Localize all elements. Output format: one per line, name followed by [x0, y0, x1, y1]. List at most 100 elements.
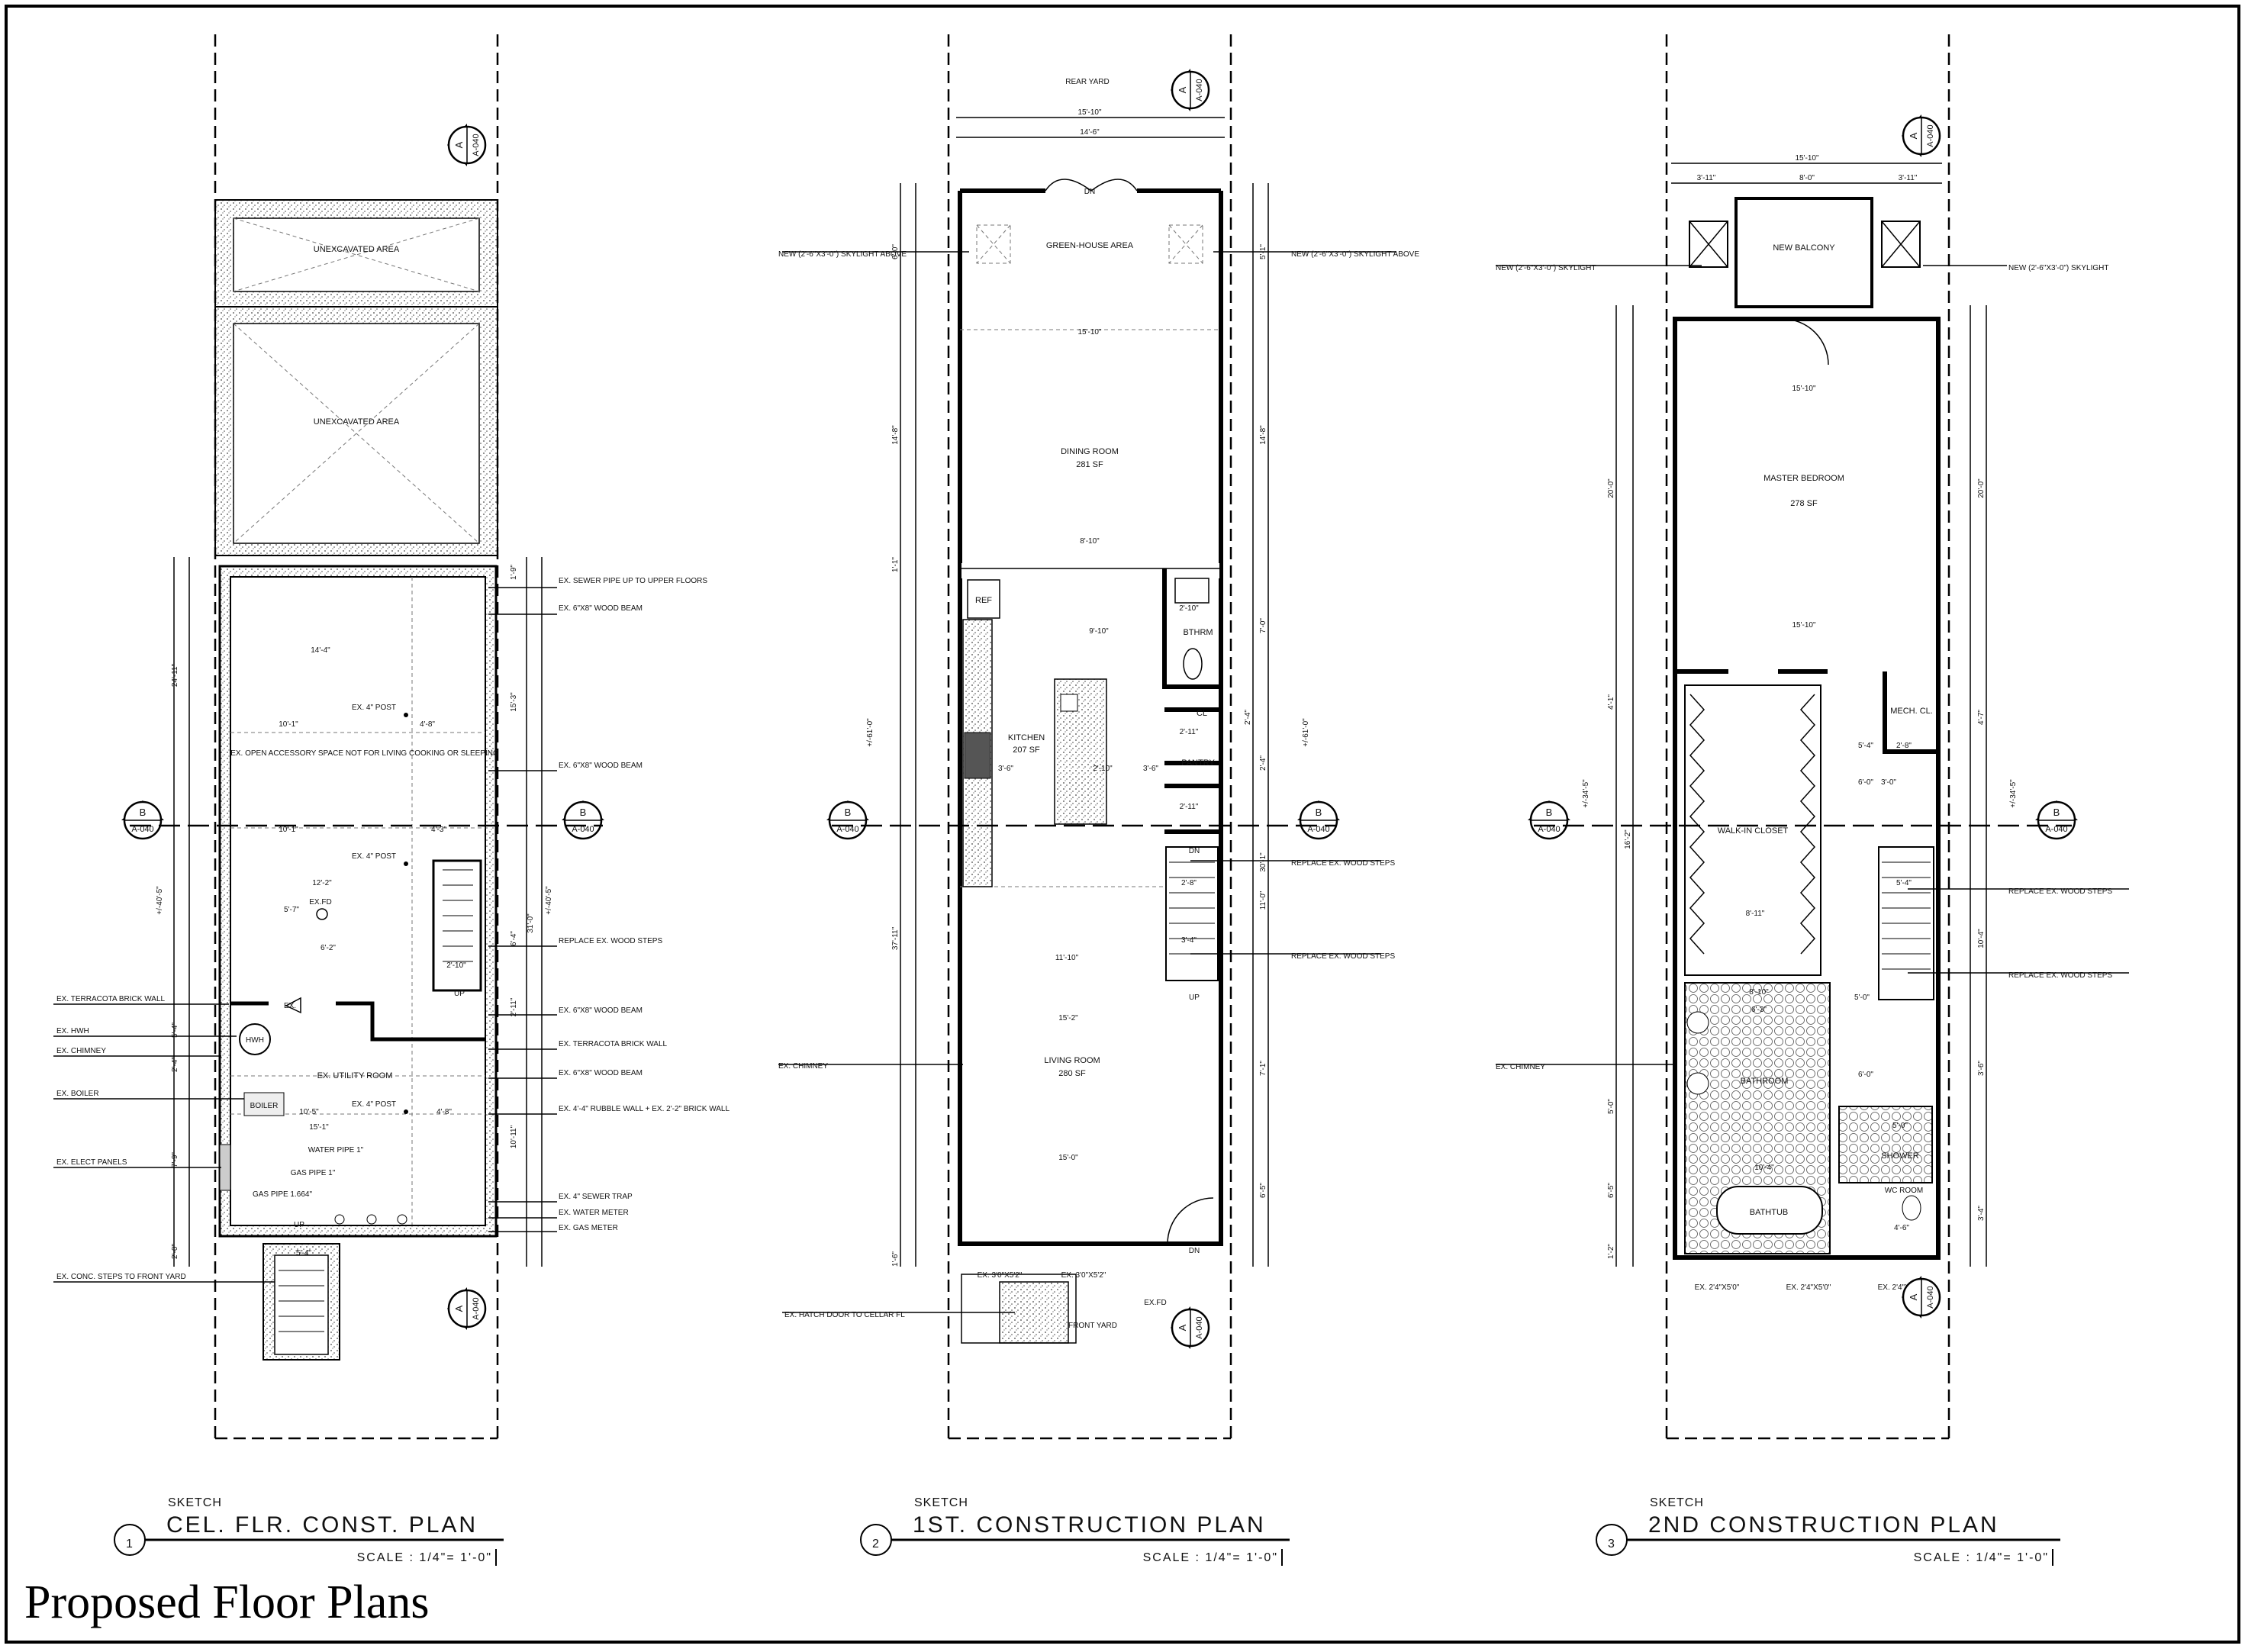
annotation: NEW (2'-6"X3'-0") SKYLIGHT ABOVE: [1291, 250, 1419, 259]
section-marker: BA-040: [1528, 800, 1570, 840]
section-marker: BA-040: [2035, 800, 2078, 840]
room-label: CL: [1197, 709, 1207, 718]
dimension-label: 14'-8": [891, 425, 900, 445]
sketch-label: SKETCH: [914, 1496, 968, 1509]
plan-number: 2: [872, 1538, 880, 1551]
annotation: EX. 4" SEWER TRAP: [559, 1193, 633, 1201]
dimension-label: 14'-4": [311, 646, 330, 655]
dimension-label: 5'-4": [1896, 879, 1912, 887]
annotation: EX. 4'-4" RUBBLE WALL + EX. 2'-2" BRICK …: [559, 1105, 730, 1113]
annotation: REAR YARD: [1065, 78, 1109, 86]
annotation: EX. SEWER PIPE UP TO UPPER FLOORS: [559, 577, 707, 585]
dimension-label: 8'-0": [1799, 174, 1815, 182]
annotation: EX. HATCH DOOR TO CELLAR FL: [784, 1311, 905, 1319]
dimension-label: 6'-5": [1259, 1183, 1267, 1198]
dimension-label: 6'-3": [1751, 1006, 1767, 1014]
marker-letter: B: [2053, 807, 2060, 818]
annotation: EX. 6"X8" WOOD BEAM: [559, 1069, 643, 1077]
dimension-label: 2'-10": [1093, 765, 1113, 773]
dimension-label: 5'-4": [296, 1249, 311, 1258]
dimension-label: 10'-4": [1977, 929, 1986, 948]
marker-sheet: A-040: [1195, 1316, 1204, 1338]
room-label: BATHROOM: [1741, 1077, 1789, 1086]
dimension-label: 2'-4": [1259, 755, 1267, 771]
annotation: UP: [294, 1221, 304, 1229]
dimension-label: 9'-10": [1089, 627, 1109, 636]
window-label: EX. 3'0"X5'2": [1061, 1271, 1106, 1280]
dimension-label: 2'-8": [1896, 742, 1912, 750]
room-label: GREEN-HOUSE AREA: [1046, 241, 1134, 250]
dimension-label: 11'-10": [1055, 954, 1079, 962]
marker-letter: B: [1316, 807, 1322, 818]
annotation: GAS PIPE 1": [291, 1169, 336, 1177]
room-label: PANTRY: [1181, 758, 1215, 768]
room-label: EX. OPEN ACCESSORY SPACE NOT FOR LIVING …: [230, 749, 499, 758]
annotation: NEW (2'-6"X3'-0") SKYLIGHT ABOVE: [778, 250, 907, 259]
room-label: KITCHEN: [1008, 733, 1045, 742]
marker-sheet: A-040: [1926, 1286, 1935, 1308]
dimension-label: 4'-8": [420, 720, 435, 729]
sketch-label: SKETCH: [168, 1496, 222, 1509]
dimension-label: 5'-7": [284, 906, 299, 914]
dimension-label: 6'-5": [1607, 1183, 1615, 1198]
dimension-label: 31'-0": [527, 913, 535, 933]
dimension-label: 3'-6": [998, 765, 1013, 773]
window-label: EX. 2'4"X5'0": [1878, 1283, 1923, 1292]
dimension-label: 24'-11": [171, 663, 179, 687]
dimension-label: 15'-0": [1058, 1154, 1078, 1162]
dimension-label: 2'-10": [446, 961, 466, 970]
dimension-label: 30'-1": [1259, 852, 1267, 872]
plan-number: 1: [126, 1538, 134, 1551]
marker-sheet: A-040: [836, 825, 858, 834]
annotation: FRONT YARD: [1068, 1322, 1117, 1330]
annotation: WATER PIPE 1": [308, 1146, 364, 1154]
dimension-label: 8'-11": [1746, 910, 1765, 918]
dimension-label: 3'-11": [1899, 174, 1918, 182]
dimension-label: 3'-4": [1977, 1206, 1986, 1221]
annotation: DN: [1084, 188, 1095, 196]
annotation: EX. 4" POST: [352, 1100, 396, 1109]
annotation: EX. CONC. STEPS TO FRONT YARD: [56, 1273, 186, 1281]
dimension-label: 8'-10": [1080, 537, 1100, 546]
dimension-label: 5'-1": [1259, 244, 1267, 259]
dimension-label: 2'-11": [1180, 728, 1199, 736]
dimension-label: 5'-0": [1854, 993, 1870, 1002]
annotation: EX. CHIMNEY: [56, 1047, 106, 1055]
room-area: 207 SF: [1013, 745, 1040, 755]
annotation: REPLACE EX. WOOD STEPS: [1291, 952, 1395, 961]
annotation: REPLACE EX. WOOD STEPS: [2008, 887, 2112, 896]
room-label: BATHTUB: [1750, 1208, 1789, 1217]
marker-letter: A: [1908, 132, 1919, 139]
room-label: EX. UTILITY ROOM: [317, 1071, 393, 1080]
dimension-label: 14'-6": [1080, 128, 1100, 137]
annotation: REPLACE EX. WOOD STEPS: [1291, 859, 1395, 868]
annotation: EX. 6"X8" WOOD BEAM: [559, 604, 643, 613]
dimension-label: 10'-11": [510, 1125, 518, 1148]
annotation: GAS PIPE 1.664": [253, 1190, 312, 1199]
dimension-label: 10'-4": [1754, 1164, 1774, 1172]
dimension-label: +/-61'-0": [866, 718, 874, 747]
annotation: REPLACE EX. WOOD STEPS: [559, 937, 662, 945]
dimension-label: 1'-9": [510, 565, 518, 580]
dimension-label: 4'-6": [1894, 1224, 1909, 1232]
window-label: EX. 3'0"X5'2": [978, 1271, 1023, 1280]
dimension-label: 5'-4": [171, 1022, 179, 1038]
dimension-label: 1'-6": [891, 1251, 900, 1267]
room-label: NEW BALCONY: [1773, 243, 1835, 253]
dimension-label: 10'-1": [279, 826, 298, 834]
dimension-label: 2'-8": [1181, 879, 1197, 887]
marker-letter: B: [140, 807, 147, 818]
annotation: EX. TERRACOTA BRICK WALL: [56, 995, 166, 1003]
marker-letter: B: [845, 807, 852, 818]
dimension-label: 3'-4": [1181, 936, 1197, 945]
dimension-label: 37'-11": [891, 926, 900, 950]
dimension-label: 6'-4": [510, 931, 518, 946]
dimension-label: 15'-3": [510, 692, 518, 712]
marker-sheet: A-040: [1307, 825, 1329, 834]
dimension-label: 7'-9": [171, 1152, 179, 1167]
sheet-caption: Proposed Floor Plans: [24, 1576, 429, 1628]
dimension-label: +/-40'-5": [156, 886, 164, 915]
